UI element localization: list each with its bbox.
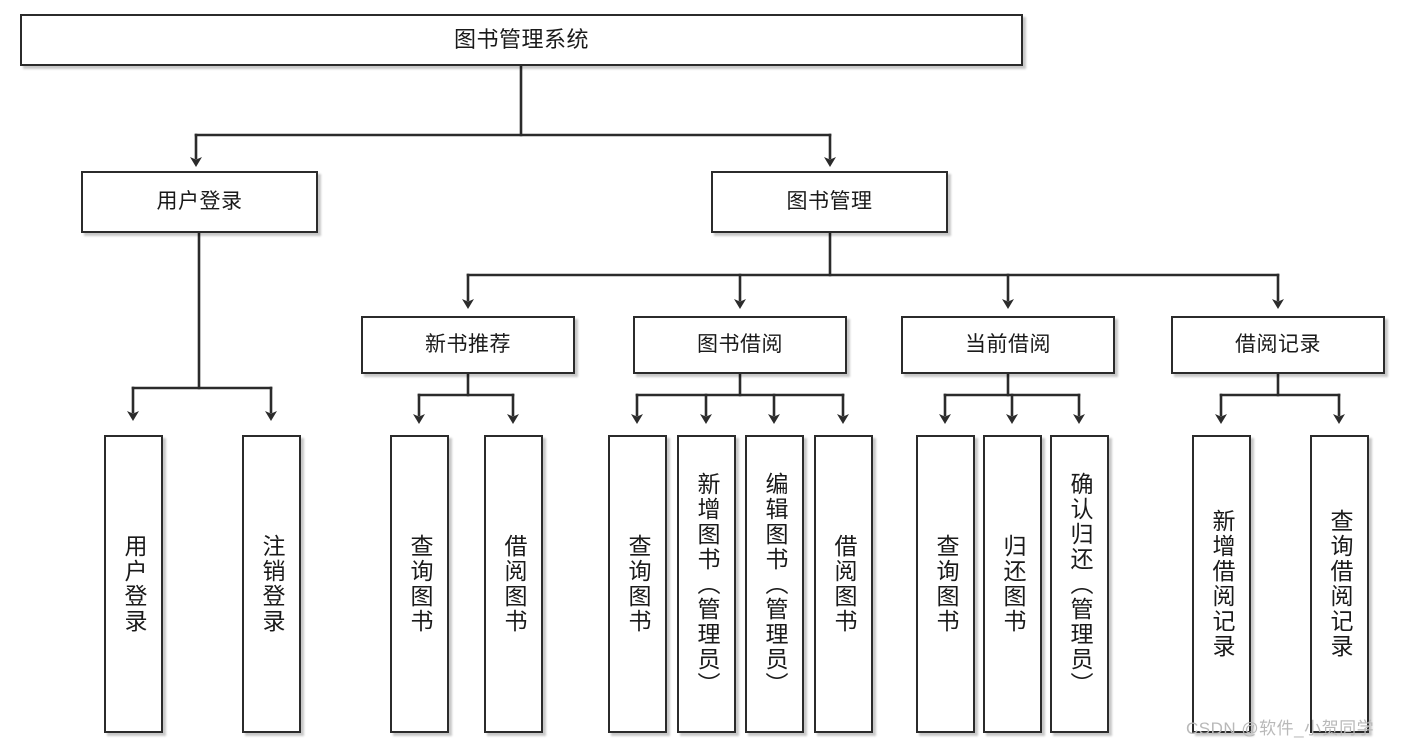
node-label: 新书推荐 xyxy=(425,332,511,356)
leaf-user-logout[interactable]: 注销登录 xyxy=(242,435,301,733)
leaf-borrow-borrow-books[interactable]: 借阅图书 xyxy=(814,435,873,733)
node-label: 借阅图书 xyxy=(831,534,857,634)
node-label: 借阅图书 xyxy=(501,534,527,634)
node-label: 查询图书 xyxy=(625,534,651,634)
node-label: 借阅记录 xyxy=(1235,332,1321,356)
leaf-borrow-edit-book-admin[interactable]: 编辑图书（管理员） xyxy=(745,435,804,733)
node-label: 编辑图书（管理员） xyxy=(762,471,788,697)
leaf-current-confirm-return-admin[interactable]: 确认归还（管理员） xyxy=(1050,435,1109,733)
node-new-book-recommend[interactable]: 新书推荐 xyxy=(361,316,575,374)
leaf-records-query-record[interactable]: 查询借阅记录 xyxy=(1310,435,1369,733)
leaf-borrow-add-book-admin[interactable]: 新增图书（管理员） xyxy=(677,435,736,733)
node-label: 新增借阅记录 xyxy=(1209,509,1235,659)
node-current-borrow[interactable]: 当前借阅 xyxy=(901,316,1115,374)
node-label: 用户登录 xyxy=(121,534,147,634)
node-label: 查询图书 xyxy=(407,534,433,634)
node-label: 图书管理系统 xyxy=(453,27,589,53)
leaf-recommend-borrow-books[interactable]: 借阅图书 xyxy=(484,435,543,733)
node-label: 当前借阅 xyxy=(965,332,1051,356)
node-label: 用户登录 xyxy=(156,189,243,213)
node-user-login[interactable]: 用户登录 xyxy=(81,171,318,233)
node-label: 确认归还（管理员） xyxy=(1067,471,1093,697)
node-root-book-management-system[interactable]: 图书管理系统 xyxy=(20,14,1023,66)
watermark: CSDN @软件_小贺同学 xyxy=(1186,719,1375,738)
node-label: 查询借阅记录 xyxy=(1327,509,1353,659)
node-label: 新增图书（管理员） xyxy=(694,471,720,697)
leaf-borrow-query-books[interactable]: 查询图书 xyxy=(608,435,667,733)
node-borrow-records[interactable]: 借阅记录 xyxy=(1171,316,1385,374)
leaf-user-login[interactable]: 用户登录 xyxy=(104,435,163,733)
leaf-records-add-record[interactable]: 新增借阅记录 xyxy=(1192,435,1251,733)
node-label: 查询图书 xyxy=(933,534,959,634)
node-book-borrow[interactable]: 图书借阅 xyxy=(633,316,847,374)
node-label: 图书借阅 xyxy=(697,332,783,356)
node-label: 图书管理 xyxy=(786,189,873,213)
leaf-recommend-query-books[interactable]: 查询图书 xyxy=(390,435,449,733)
leaf-current-query-books[interactable]: 查询图书 xyxy=(916,435,975,733)
leaf-current-return-books[interactable]: 归还图书 xyxy=(983,435,1042,733)
node-book-management[interactable]: 图书管理 xyxy=(711,171,948,233)
node-label: 注销登录 xyxy=(259,534,285,634)
node-label: 归还图书 xyxy=(1000,534,1026,634)
